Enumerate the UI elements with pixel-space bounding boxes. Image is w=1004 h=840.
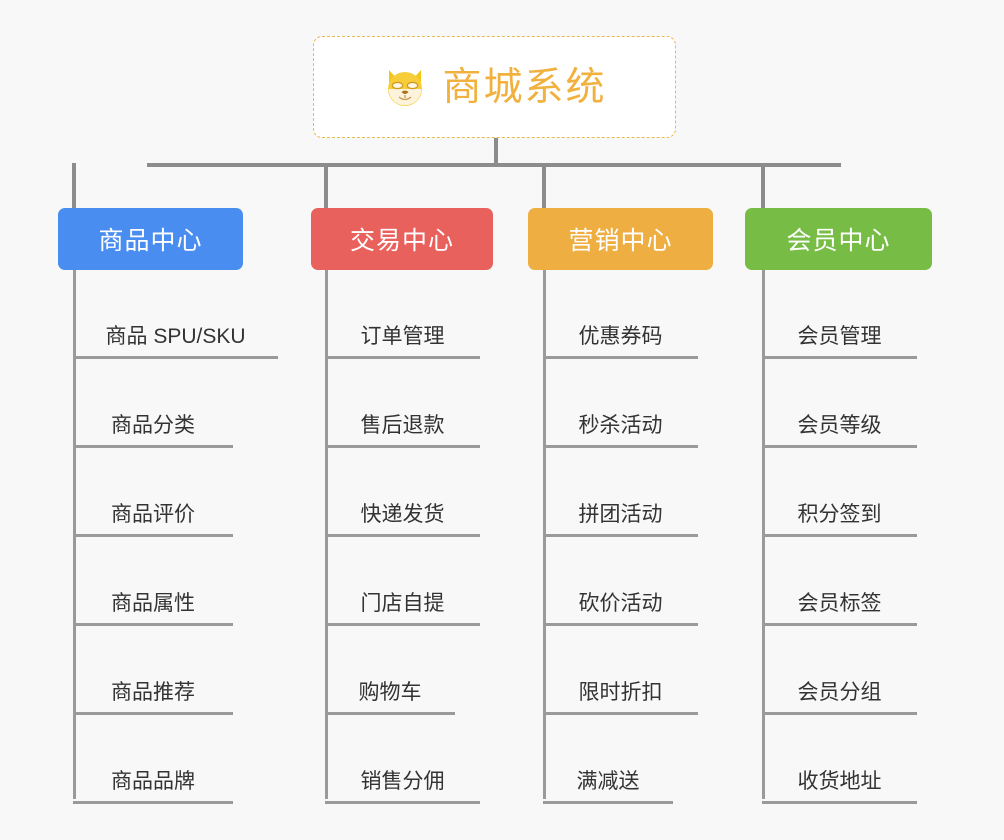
leaf-item[interactable]: 商品品牌 — [73, 715, 233, 804]
leaf-item-label: 拼团活动 — [578, 502, 663, 526]
leaf-item-label: 购物车 — [358, 680, 422, 704]
leaf-item[interactable]: 秒杀活动 — [543, 359, 698, 448]
leaf-item-label: 门店自提 — [360, 591, 445, 615]
connector-drop-2 — [324, 163, 328, 209]
leaf-item[interactable]: 收货地址 — [762, 715, 917, 804]
leaf-item-label: 秒杀活动 — [578, 413, 663, 437]
category-label: 交易中心 — [349, 227, 454, 255]
leaf-item[interactable]: 优惠券码 — [543, 270, 698, 359]
leaf-item-label: 限时折扣 — [578, 680, 663, 704]
leaf-item-label: 砍价活动 — [578, 591, 663, 615]
leaf-item[interactable]: 会员分组 — [762, 626, 917, 715]
leaf-item[interactable]: 订单管理 — [325, 270, 480, 359]
connector-horizontal-bus — [147, 163, 841, 167]
leaf-item[interactable]: 商品分类 — [73, 359, 233, 448]
category-label: 会员中心 — [786, 227, 891, 255]
leaf-item[interactable]: 商品 SPU/SKU — [73, 270, 278, 359]
category-box-2[interactable]: 交易中心 — [311, 208, 493, 270]
leaf-item[interactable]: 积分签到 — [762, 448, 917, 537]
leaf-item[interactable]: 快递发货 — [325, 448, 480, 537]
category-box-1[interactable]: 商品中心 — [58, 208, 243, 270]
leaf-item-label: 商品评价 — [111, 502, 195, 526]
leaf-item[interactable]: 会员管理 — [762, 270, 917, 359]
leaf-item[interactable]: 商品评价 — [73, 448, 233, 537]
leaf-item-label: 商品 SPU/SKU — [105, 324, 246, 348]
leaf-item-label: 积分签到 — [797, 502, 882, 526]
shiba-dog-face-icon — [382, 64, 428, 110]
leaf-item-label: 优惠券码 — [578, 324, 663, 348]
leaf-item-label: 商品推荐 — [111, 680, 195, 704]
leaf-item-label: 会员等级 — [797, 413, 882, 437]
leaf-item[interactable]: 满减送 — [543, 715, 673, 804]
leaf-item[interactable]: 砍价活动 — [543, 537, 698, 626]
leaf-item[interactable]: 商品推荐 — [73, 626, 233, 715]
leaf-item[interactable]: 购物车 — [325, 626, 455, 715]
leaf-item[interactable]: 售后退款 — [325, 359, 480, 448]
leaf-item-label: 售后退款 — [360, 413, 445, 437]
leaf-item-label: 商品品牌 — [111, 769, 195, 793]
connector-drop-4 — [761, 163, 765, 209]
leaf-item-label: 会员标签 — [797, 591, 882, 615]
leaf-item-label: 满减送 — [576, 769, 640, 793]
leaf-item[interactable]: 拼团活动 — [543, 448, 698, 537]
root-node-mall-system[interactable]: 商城系统 — [313, 36, 676, 138]
leaf-item-label: 收货地址 — [797, 769, 882, 793]
category-label: 商品中心 — [98, 227, 203, 255]
connector-drop-1 — [72, 163, 76, 209]
leaf-item-label: 订单管理 — [360, 324, 445, 348]
category-box-3[interactable]: 营销中心 — [528, 208, 713, 270]
leaf-item-label: 会员管理 — [797, 324, 882, 348]
root-node-label: 商城系统 — [442, 65, 607, 109]
connector-drop-3 — [542, 163, 546, 209]
leaf-item[interactable]: 门店自提 — [325, 537, 480, 626]
leaf-item-label: 快递发货 — [360, 502, 445, 526]
connector-root-stem — [494, 138, 498, 166]
leaf-item-label: 商品属性 — [111, 591, 195, 615]
category-label: 营销中心 — [568, 227, 673, 255]
leaf-item-label: 商品分类 — [111, 413, 195, 437]
leaf-item-label: 会员分组 — [797, 680, 882, 704]
leaf-item[interactable]: 会员标签 — [762, 537, 917, 626]
leaf-item[interactable]: 销售分佣 — [325, 715, 480, 804]
leaf-item[interactable]: 商品属性 — [73, 537, 233, 626]
category-box-4[interactable]: 会员中心 — [745, 208, 932, 270]
leaf-item[interactable]: 限时折扣 — [543, 626, 698, 715]
leaf-item-label: 销售分佣 — [360, 769, 445, 793]
leaf-item[interactable]: 会员等级 — [762, 359, 917, 448]
